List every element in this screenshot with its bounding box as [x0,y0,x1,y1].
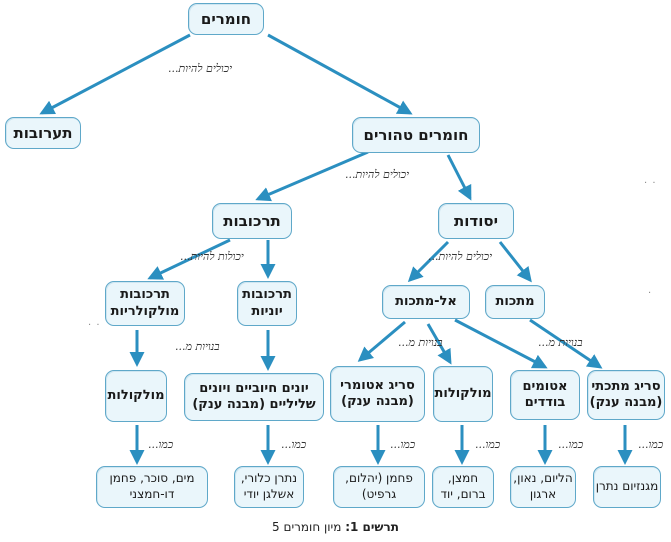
label-can-be-3: יכולים להיות... [428,250,492,263]
label-like-6: כמו... [638,438,664,451]
arrow-pure-elements [446,154,472,201]
example-molecules: חמצן, ברום, יוד [432,466,494,508]
example-atomic: פחמן (יהלום, גרפיט) [333,466,425,508]
decorative-dots: · [648,288,653,299]
arrow-pure-compounds [255,150,369,202]
caption-text: מיון חומרים 5 [272,520,342,534]
arrow-nonmetals-atomic [357,320,406,362]
node-metal-lattice: סריג מתכתי (מבנה ענק) [587,370,665,420]
example-ionic: נתרן כלורי, אשלגן יודי [234,466,304,508]
node-atomic-lattice: סריג אטומרי (מבנה ענק) [330,366,425,422]
node-ions: יונים חיוביים ויונים שליליים (מבנה ענק) [184,373,324,421]
node-metals: מתכות [485,285,545,319]
arrow-nonmetals-molecules [426,323,452,365]
node-pure-materials: חומרים טהורים [352,117,480,153]
node-molecular-compounds: תרכובות מולקולריות [105,281,185,326]
decorative-dots: · · [644,178,657,189]
label-like-1: כמו... [148,438,174,451]
node-mixtures: תערובות [5,117,81,149]
example-atoms: הליום, נאון, ארגון [510,466,576,508]
label-made-of-1: בנויות מ... [175,340,220,353]
label-can-be-2: יכולים להיות... [345,168,409,181]
node-single-atoms: אטומים בודדים [510,370,580,420]
arrow-materials-pure [267,33,413,115]
example-metals: מגנזיום נתרן [593,466,661,508]
label-made-of-2: בנויות מ... [398,336,443,349]
example-molecular: מים, סוכר, פחמן דו-חמצני [96,466,208,508]
label-can-be-fem: יכולות להיות... [180,250,244,263]
label-like-3: כמו... [390,438,416,451]
arrow-materials-mixtures [39,33,191,115]
arrow-compounds-molecular [147,238,231,280]
arrow-elements-nonmetals [407,240,450,283]
label-like-2: כמו... [281,438,307,451]
node-ionic-compounds: תרכובות יוניות [237,281,297,326]
caption-label: תרשים 1: [345,520,399,534]
label-made-of-3: בנויות מ... [538,336,583,349]
node-molecules-right: מולקולות [433,366,493,422]
arrow-nonmetals-atoms [454,318,548,369]
label-can-be-1: יכולים להיות... [168,62,232,75]
label-like-4: כמו... [475,438,501,451]
node-molecules-left: מולקולות [105,370,167,422]
label-like-5: כמו... [558,438,584,451]
figure-caption: תרשים 1: מיון חומרים 5 [0,520,671,534]
node-compounds: תרכובות [212,203,292,239]
node-materials: חומרים [188,3,264,35]
node-nonmetals: אל-מתכות [382,285,470,319]
node-elements: יסודות [438,203,514,239]
decorative-dots: · · [88,320,101,331]
arrow-metals-lattice [529,318,603,369]
arrow-elements-metals [498,241,532,283]
